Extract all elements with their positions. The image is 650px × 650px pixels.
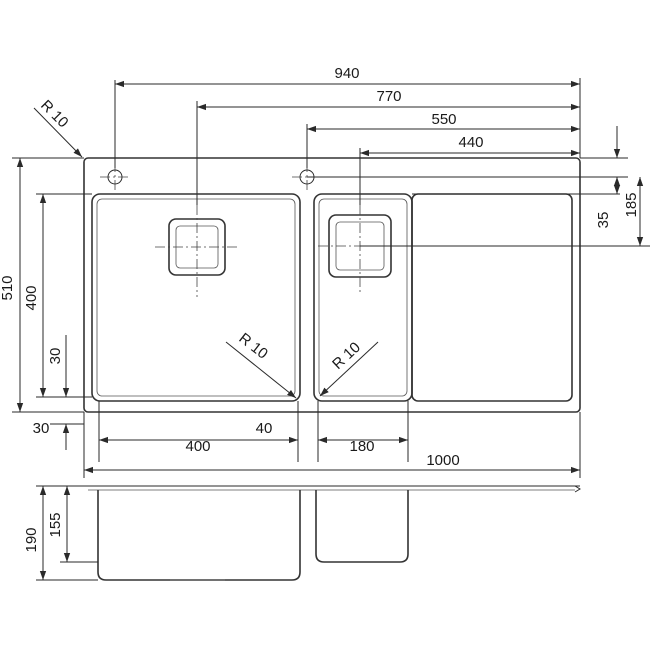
dim-940: 940 <box>334 65 359 82</box>
dim-440: 440 <box>458 134 483 151</box>
dimension-labels: 940 770 550 440 R 10 R 10 R 10 185 35 51… <box>0 65 640 553</box>
dim-radius-left-bowl: R 10 <box>236 330 271 363</box>
right-bowl-inner <box>318 198 408 397</box>
extension-lines <box>12 78 650 478</box>
drainer-board <box>411 193 573 402</box>
dim-30-bottom: 30 <box>33 420 50 437</box>
dim-185: 185 <box>623 192 640 217</box>
dim-30-inner: 30 <box>47 348 64 365</box>
dim-radius-corner: R 10 <box>37 97 71 131</box>
dim-550: 550 <box>431 111 456 128</box>
dim-radius-right-bowl: R 10 <box>329 339 364 373</box>
dim-180: 180 <box>349 438 374 455</box>
sink-outline <box>83 157 581 413</box>
dimension-lines <box>16 80 644 474</box>
dim-190: 190 <box>23 527 40 552</box>
plan-view <box>83 157 581 413</box>
side-left-bowl <box>97 490 301 581</box>
side-right-bowl <box>315 490 409 563</box>
dim-35: 35 <box>595 212 612 229</box>
left-bowl-inner <box>96 198 296 397</box>
dim-510: 510 <box>0 275 16 300</box>
side-view <box>36 485 581 581</box>
dim-400-horizontal: 400 <box>185 438 210 455</box>
dim-400-vertical: 400 <box>23 285 40 310</box>
dim-155: 155 <box>47 512 64 537</box>
dim-40: 40 <box>256 420 273 437</box>
dim-770: 770 <box>376 88 401 105</box>
dim-1000: 1000 <box>426 452 459 469</box>
left-bowl-outer <box>91 193 301 402</box>
